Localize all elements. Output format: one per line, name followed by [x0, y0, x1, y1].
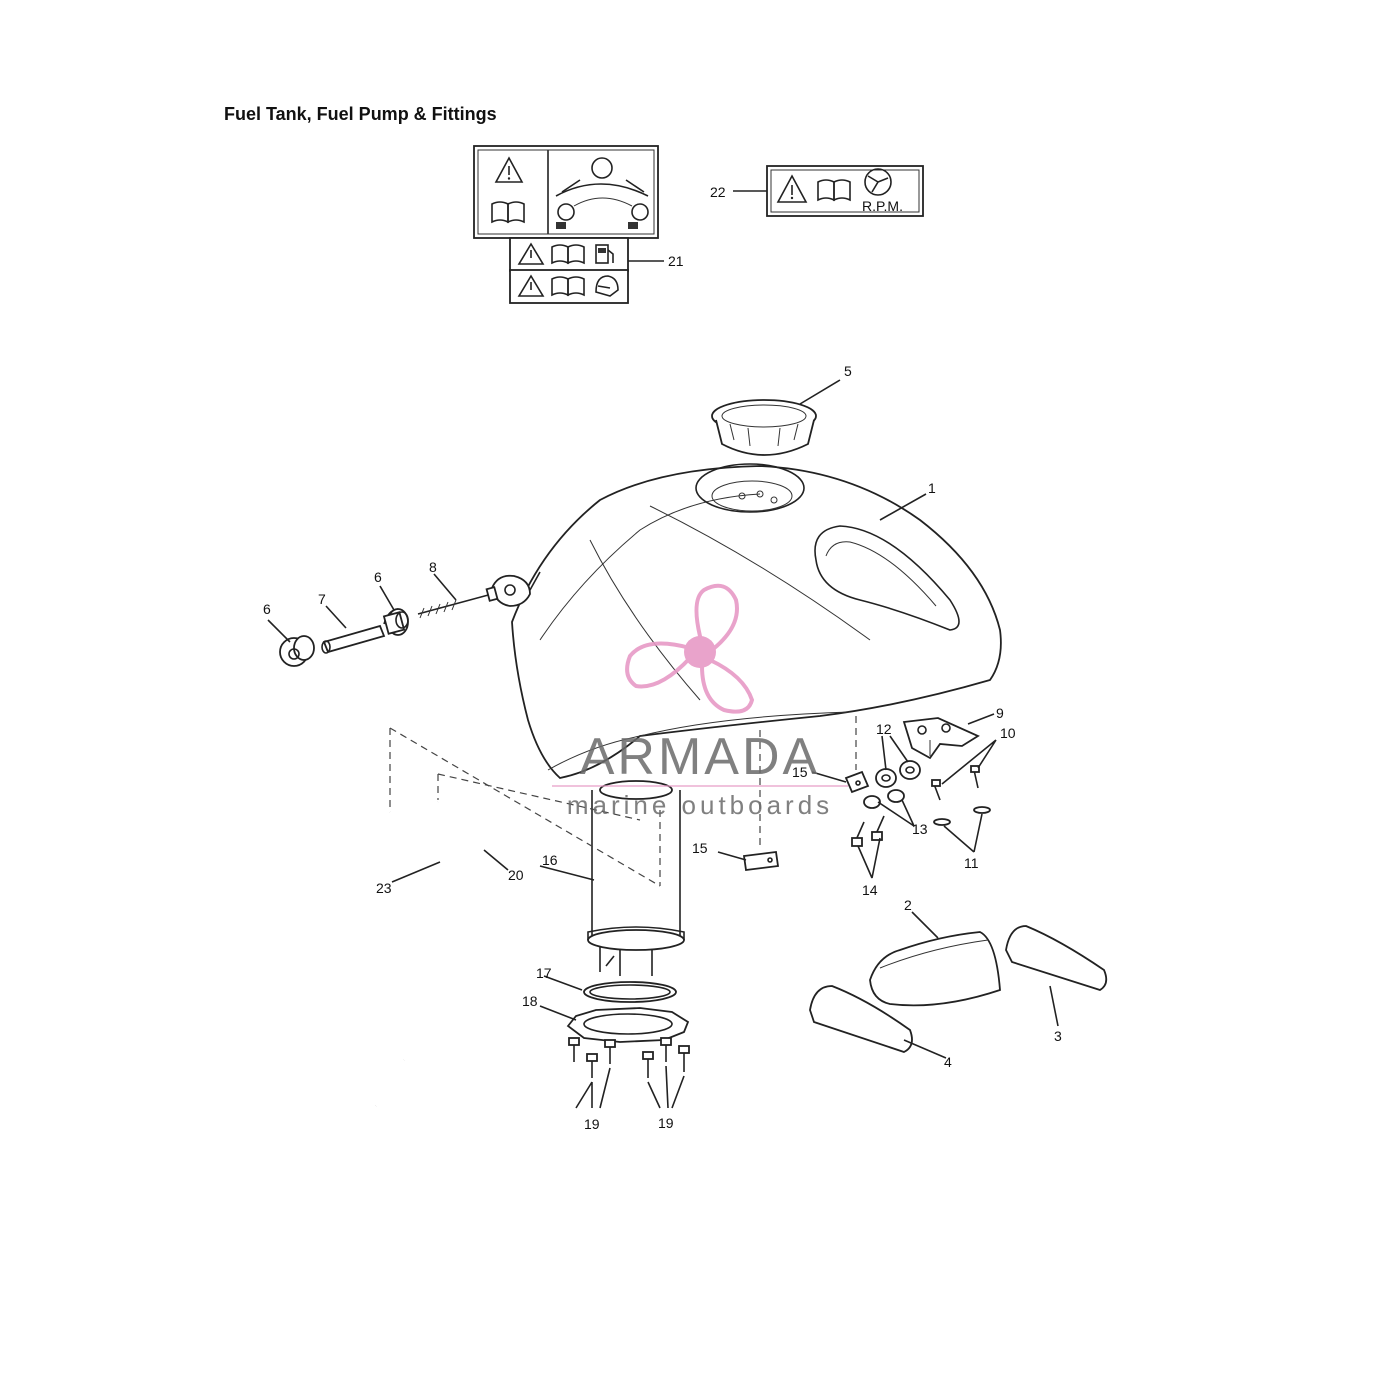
- warning-triangle-icon: [494, 156, 524, 183]
- callout-4: 4: [944, 1054, 952, 1070]
- bolts-10: [931, 765, 980, 801]
- bolt-8: [417, 586, 499, 619]
- callout-15-lower: 15: [692, 840, 708, 856]
- callout-6-upper: 6: [374, 569, 382, 585]
- callout-9: 9: [996, 705, 1004, 721]
- callout-23: 23: [376, 880, 392, 896]
- screws-19: [568, 1037, 690, 1078]
- callout-19-right: 19: [658, 1115, 674, 1131]
- rider-scene-icon: [555, 157, 649, 229]
- helmet-icon: [595, 275, 619, 297]
- callout-16: 16: [542, 852, 558, 868]
- tachometer-icon: [864, 168, 892, 196]
- manual-book-icon: [817, 179, 851, 202]
- hose-23: [374, 811, 452, 1107]
- callout-5: 5: [844, 363, 852, 379]
- callout-15-upper: 15: [792, 764, 808, 780]
- hose-20: [402, 801, 498, 1061]
- callout-8: 8: [429, 559, 437, 575]
- callout-13: 13: [912, 821, 928, 837]
- warning-triangle-icon: [776, 174, 808, 203]
- filler-ring: [711, 399, 817, 456]
- callout-20: 20: [508, 867, 524, 883]
- fuel-pump-icon: [595, 244, 614, 264]
- callout-17: 17: [536, 965, 552, 981]
- callout-19-left: 19: [584, 1116, 600, 1132]
- sleeve-7: [321, 624, 386, 654]
- page-title: Fuel Tank, Fuel Pump & Fittings: [224, 104, 497, 124]
- callout-10: 10: [1000, 725, 1016, 741]
- watermark-brand: ARMADA: [580, 728, 820, 786]
- pad-4: [809, 985, 913, 1053]
- manual-book-icon: [551, 276, 585, 297]
- bolts-14: [851, 815, 885, 847]
- decal-set-21: [473, 145, 659, 304]
- callout-7: 7: [318, 591, 326, 607]
- lock-ring-18: [566, 1007, 690, 1043]
- manual-book-icon: [551, 244, 585, 265]
- clip-nut-15-lower: [742, 850, 780, 872]
- callout-1: 1: [928, 480, 936, 496]
- decal-22: R.P.M.: [766, 165, 924, 217]
- watermark-tagline: marine outboards: [567, 790, 833, 820]
- callout-18: 18: [522, 993, 538, 1009]
- callout-22: 22: [710, 184, 726, 200]
- pad-2: [869, 931, 1001, 1007]
- callout-3: 3: [1054, 1028, 1062, 1044]
- propeller-icon: [625, 583, 755, 714]
- rpm-label: R.P.M.: [862, 198, 903, 214]
- callout-14: 14: [862, 882, 878, 898]
- rear-bracket-9: [902, 717, 980, 760]
- bush-6-left: [279, 635, 315, 667]
- manual-book-icon: [491, 201, 525, 224]
- callout-6-lower: 6: [263, 601, 271, 617]
- warning-triangle-icon: [517, 242, 545, 265]
- washers-11: [933, 806, 991, 826]
- bush-6-right: [382, 608, 409, 636]
- fuel-tank: [491, 463, 1002, 779]
- seal-17: [583, 981, 677, 1003]
- grommets-12: [875, 760, 921, 788]
- callout-11: 11: [964, 855, 979, 871]
- callout-12: 12: [876, 721, 892, 737]
- pad-3: [1005, 925, 1108, 991]
- spacers-13: [863, 789, 905, 809]
- callout-21: 21: [668, 253, 684, 269]
- callout-2: 2: [904, 897, 912, 913]
- clip-nut-15-upper: [844, 770, 870, 794]
- warning-triangle-icon: [517, 274, 545, 297]
